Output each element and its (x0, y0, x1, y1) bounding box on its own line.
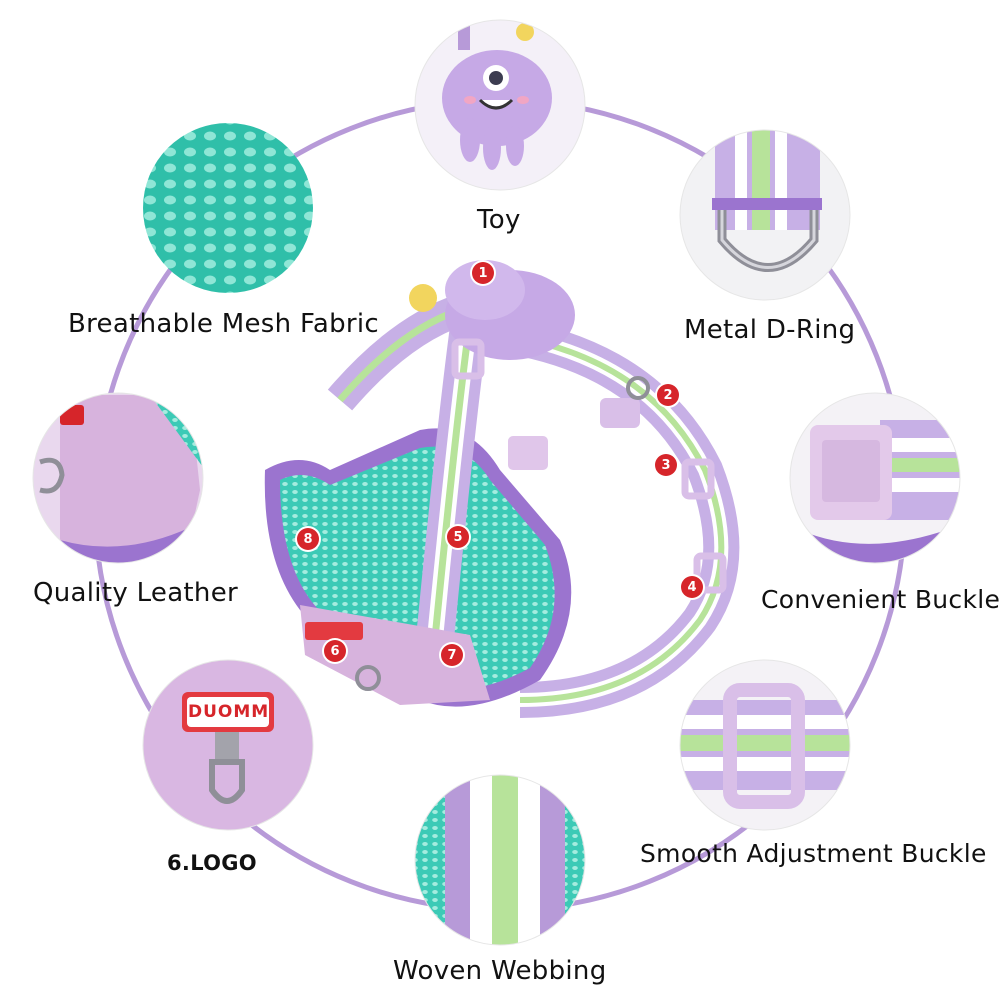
logo-photo (143, 660, 313, 830)
label-toy: Toy (477, 205, 521, 235)
d-ring-photo (680, 130, 850, 300)
badge-2: 2 (657, 384, 679, 406)
label-convenient-buckle: Convenient Buckle (761, 585, 1000, 614)
label-logo: 6.LOGO (167, 851, 257, 875)
mesh-photo (143, 123, 313, 293)
label-woven-webbing: Woven Webbing (393, 956, 607, 986)
badge-4: 4 (681, 576, 703, 598)
buckle-photo (790, 393, 960, 563)
badge-7: 7 (441, 644, 463, 666)
badge-1: 1 (472, 262, 494, 284)
badge-3: 3 (655, 454, 677, 476)
badge-6: 6 (324, 640, 346, 662)
label-smooth-adjustment-buckle: Smooth Adjustment Buckle (640, 839, 987, 868)
webbing-photo (415, 775, 585, 945)
harness-illustration (264, 260, 740, 718)
badge-8: 8 (297, 528, 319, 550)
label-metal-d-ring: Metal D-Ring (684, 315, 856, 345)
label-quality-leather: Quality Leather (33, 578, 238, 608)
toy-photo (415, 20, 585, 190)
brand-tag-text: DUOMM (188, 702, 270, 722)
badge-5: 5 (447, 526, 469, 548)
adjust-buckle-photo (680, 660, 850, 830)
label-breathable-mesh: Breathable Mesh Fabric (68, 309, 380, 339)
